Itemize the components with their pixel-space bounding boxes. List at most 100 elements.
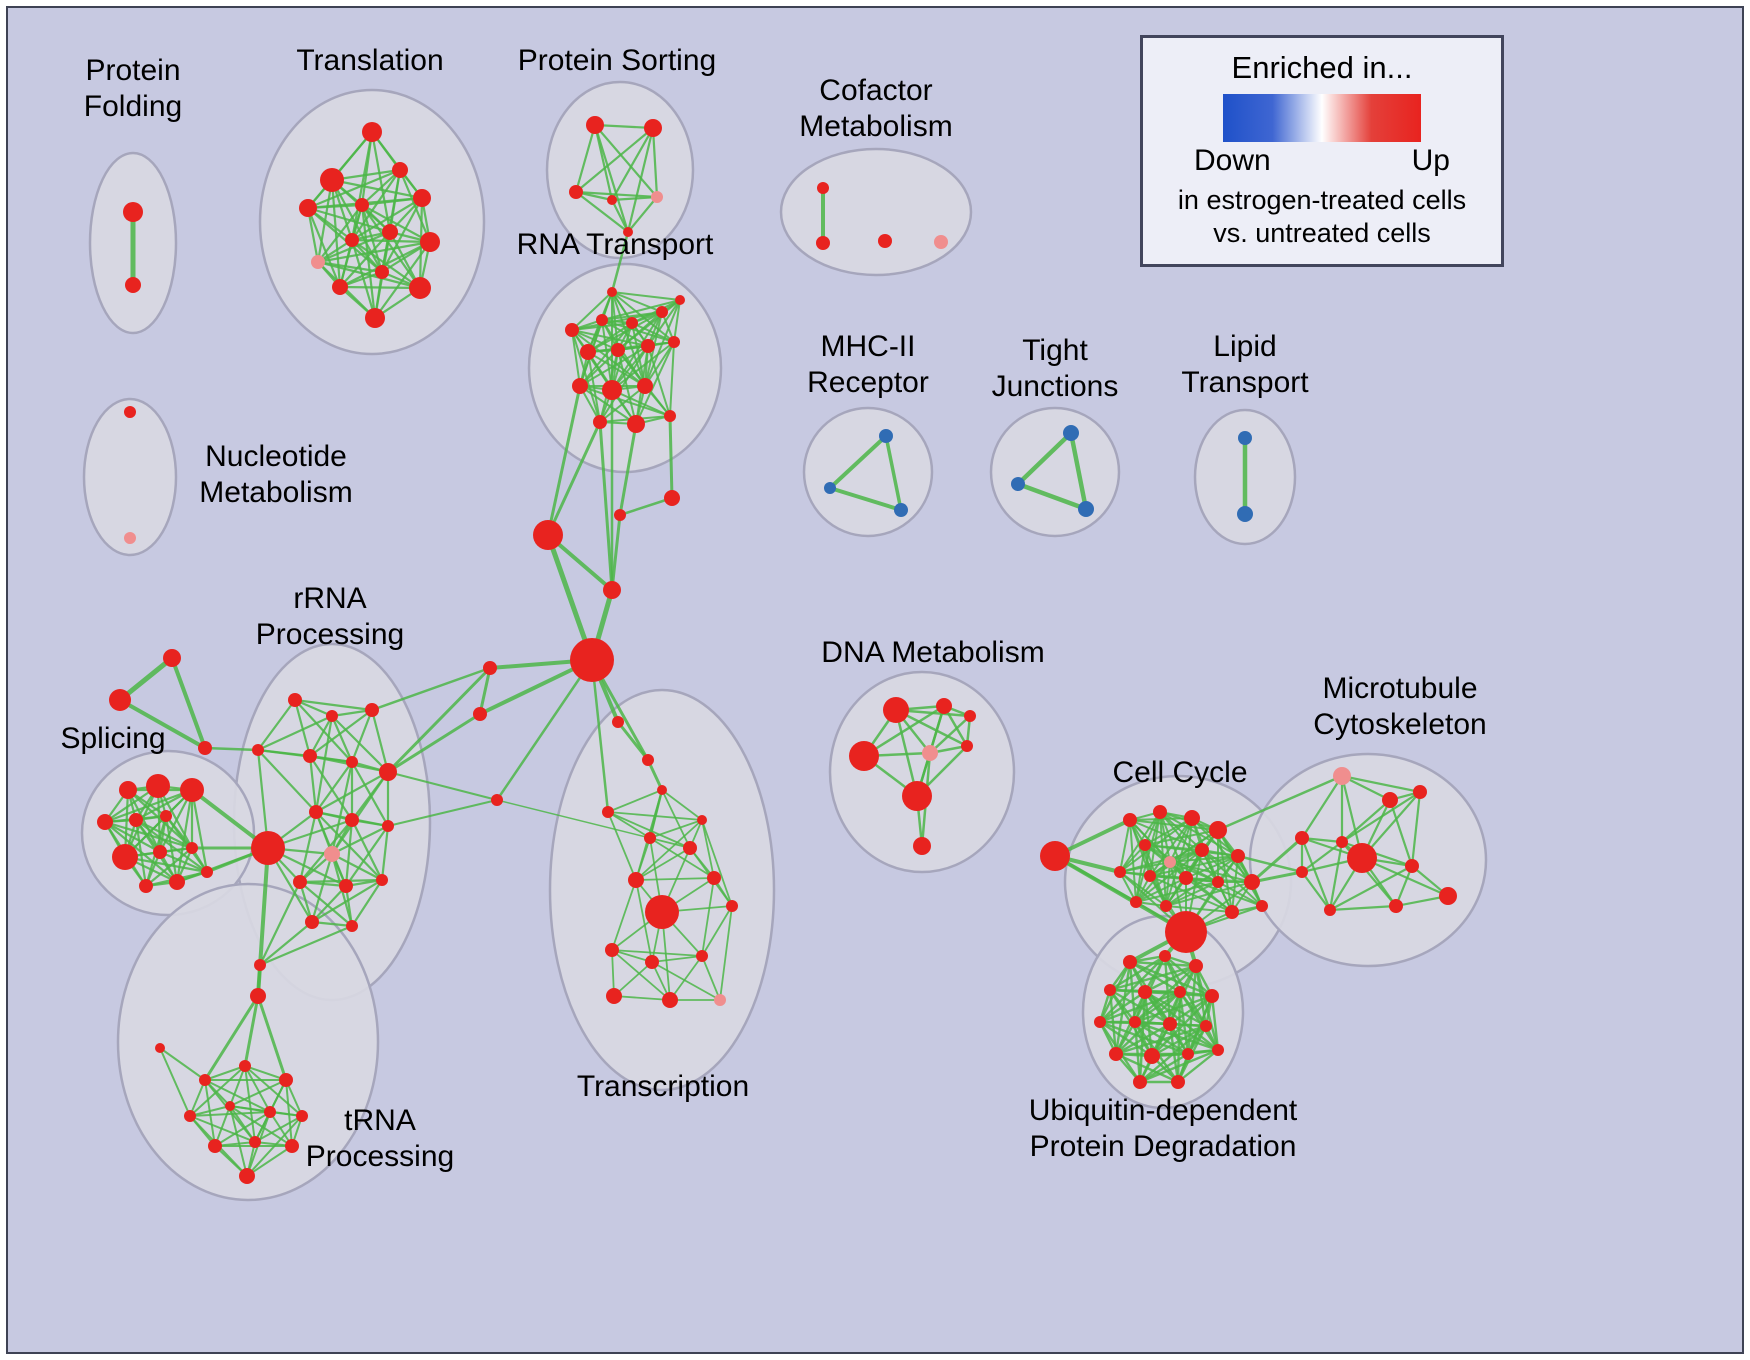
node-tc16[interactable] [662,992,678,1008]
node-tc15[interactable] [606,988,622,1004]
node-cn2[interactable] [473,707,487,721]
node-tn5[interactable] [279,1073,293,1087]
node-ps6[interactable] [623,227,633,237]
node-tn6[interactable] [184,1110,196,1122]
node-sp9[interactable] [186,842,198,854]
node-ub1[interactable] [1123,955,1137,969]
node-ub15[interactable] [1212,1044,1224,1056]
node-dm3[interactable] [964,710,976,722]
node-cn1[interactable] [483,661,497,675]
node-mt3[interactable] [1413,785,1427,799]
node-rr1[interactable] [288,693,302,707]
node-dm6[interactable] [961,740,973,752]
node-tn2[interactable] [155,1043,165,1053]
node-tn3[interactable] [199,1074,211,1086]
node-ub10[interactable] [1163,1017,1177,1031]
node-cc18[interactable] [1225,905,1239,919]
node-lt2[interactable] [1237,506,1253,522]
node-tn7[interactable] [225,1101,235,1111]
node-ub9[interactable] [1129,1016,1141,1028]
node-fr1[interactable] [163,649,181,667]
node-sp5[interactable] [129,813,143,827]
node-rt8[interactable] [611,343,625,357]
node-mt7[interactable] [1405,859,1419,873]
node-cc17[interactable] [1165,911,1207,953]
node-hub[interactable] [570,638,614,682]
node-t11[interactable] [332,279,348,295]
node-cc8[interactable] [1195,843,1209,857]
node-rt13[interactable] [637,378,653,394]
node-rt2[interactable] [565,323,579,337]
node-ub11[interactable] [1200,1020,1212,1032]
node-ch2[interactable] [614,509,626,521]
node-cm1[interactable] [817,182,829,194]
node-tj2[interactable] [1011,477,1025,491]
node-tc9[interactable] [645,895,679,929]
node-ch1[interactable] [533,520,563,550]
node-dm1[interactable] [883,697,909,723]
node-cc13[interactable] [1212,876,1224,888]
node-t10[interactable] [420,232,440,252]
node-t3[interactable] [392,162,408,178]
node-rt5[interactable] [656,306,668,318]
node-rr10[interactable] [345,813,359,827]
node-rr15[interactable] [376,874,388,886]
node-cc7[interactable] [1164,856,1176,868]
node-sp4[interactable] [97,814,113,830]
node-cc2[interactable] [1123,813,1137,827]
node-rt3[interactable] [596,314,608,326]
node-sp11[interactable] [169,874,185,890]
node-tn12[interactable] [285,1139,299,1153]
node-mt11[interactable] [1296,866,1308,878]
node-rt6[interactable] [675,295,685,305]
node-pf2[interactable] [125,277,141,293]
node-rr2[interactable] [326,710,338,722]
node-tc4[interactable] [602,806,614,818]
node-t9[interactable] [382,224,398,240]
node-tc8[interactable] [628,872,644,888]
node-rr4[interactable] [252,744,264,756]
node-ub6[interactable] [1174,986,1186,998]
node-tc13[interactable] [645,955,659,969]
node-cc10[interactable] [1114,866,1126,878]
node-cc6[interactable] [1139,839,1151,851]
node-ub2[interactable] [1159,950,1171,962]
node-dm5[interactable] [922,745,938,761]
node-ub3[interactable] [1189,959,1203,973]
node-cc15[interactable] [1130,896,1142,908]
node-mt2[interactable] [1382,792,1398,808]
node-tc12[interactable] [605,943,619,957]
node-rt9[interactable] [641,339,655,353]
node-tc1[interactable] [612,716,624,728]
node-t14[interactable] [365,308,385,328]
node-dm4[interactable] [849,741,879,771]
node-t6[interactable] [413,189,431,207]
node-tj1[interactable] [1063,425,1079,441]
node-sp8[interactable] [153,845,167,859]
node-t7[interactable] [311,255,325,269]
node-ub16[interactable] [1133,1075,1147,1089]
node-cc16[interactable] [1160,900,1172,912]
node-rt16[interactable] [664,410,676,422]
node-ps2[interactable] [644,119,662,137]
node-t2[interactable] [320,168,344,192]
node-cc4[interactable] [1184,810,1200,826]
node-t1[interactable] [362,122,382,142]
node-rr11[interactable] [382,820,394,832]
node-ub12[interactable] [1109,1047,1123,1061]
node-ub8[interactable] [1094,1016,1106,1028]
node-ub14[interactable] [1182,1048,1194,1060]
node-dm7[interactable] [902,781,932,811]
node-t13[interactable] [409,277,431,299]
node-mt1[interactable] [1333,767,1351,785]
node-rr17[interactable] [346,920,358,932]
node-sp1[interactable] [119,781,137,799]
node-rr3[interactable] [365,703,379,717]
node-mt9[interactable] [1389,899,1403,913]
node-tc7[interactable] [697,815,707,825]
node-t5[interactable] [355,198,369,212]
node-tn4[interactable] [239,1060,251,1072]
node-rr16[interactable] [305,915,319,929]
node-cm4[interactable] [934,235,948,249]
node-sp10[interactable] [139,879,153,893]
